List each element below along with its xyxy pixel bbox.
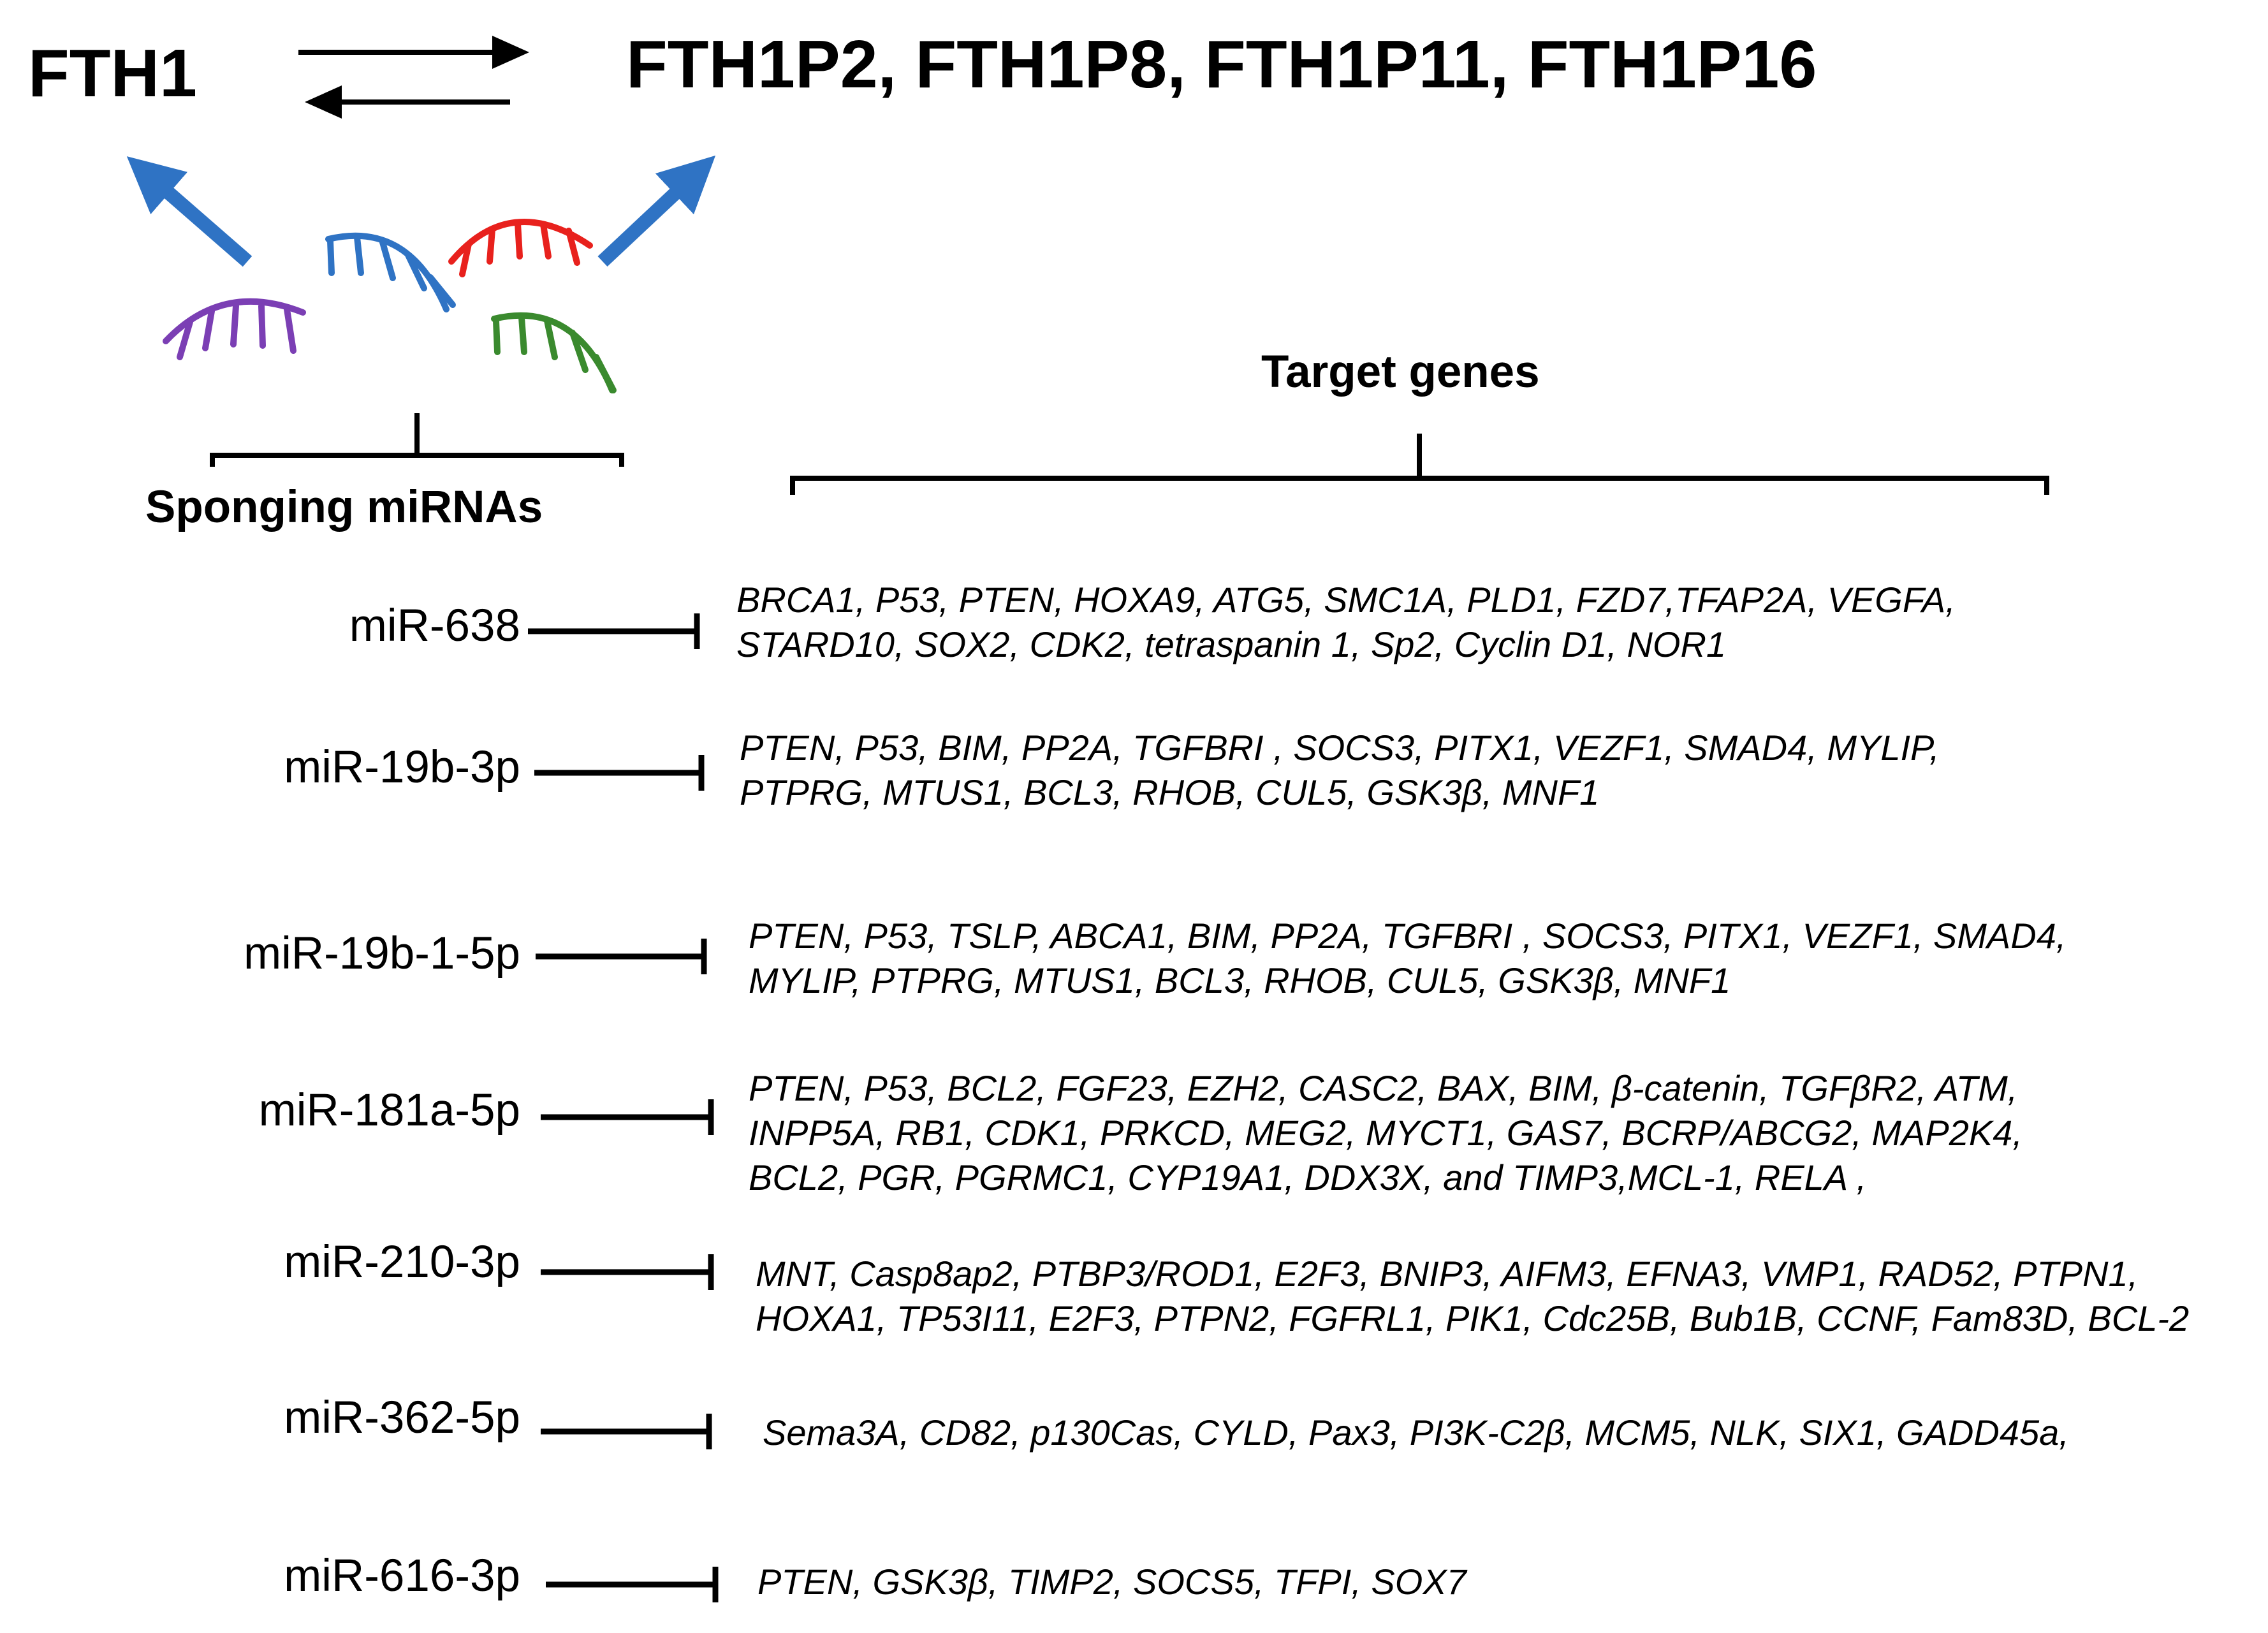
blue-arrow-right [597,155,716,267]
gene-label: FTH1 [28,36,197,111]
inhibition-mir-616-3p [546,1567,719,1602]
inhibition-mir-362-5p [541,1414,712,1449]
mirna-blue-glyph [325,232,456,312]
sponging-bracket [210,413,624,467]
mirna-label: miR-19b-1-5p [243,928,520,979]
target-genes-list: Sema3A, CD82, p130Cas, CYLD, Pax3, PI3K-… [763,1412,2069,1453]
inhibition-lines [528,613,719,1602]
target-genes-list: PTEN, GSK3β, TIMP2, SOCS5, TFPI, SOX7 [757,1562,1467,1602]
mirna-label: miR-210-3p [284,1237,520,1287]
mirna-label: miR-362-5p [284,1393,520,1443]
equilibrium-arrows [298,36,529,119]
mirna-red-glyph [448,219,593,277]
mirna-label: miR-19b-3p [284,742,520,793]
inhibition-mir-181a-5p [541,1099,714,1135]
inhibition-mir-210-3p [541,1254,714,1290]
blue-arrow-left [126,156,252,267]
sponging-mirnas-label: Sponging miRNAs [145,482,543,532]
mirna-label: miR-638 [349,601,520,651]
mirna-purple-glyph [163,298,306,360]
mirna-label: miR-181a-5p [258,1085,520,1136]
mirna-label: miR-616-3p [284,1551,520,1601]
pseudogenes-label: FTH1P2, FTH1P8, FTH1P11, FTH1P16 [626,27,1817,102]
target-genes-list: PTEN, P53, TSLP, ABCA1, BIM, PP2A, TGFBR… [749,916,2067,1000]
target-genes-list: MNT, Casp8ap2, PTBP3/ROD1, E2F3, BNIP3, … [756,1254,2190,1338]
targets-bracket [790,434,2049,495]
mirna-green-glyph [491,312,617,393]
inhibition-mir-19b-3p [534,755,705,791]
target-genes-label: Target genes [1261,347,1540,397]
inhibition-mir-638 [528,613,700,649]
target-genes-list: PTEN, P53, BIM, PP2A, TGFBRI , SOCS3, PI… [740,728,1940,812]
inhibition-mir-19b-1-5p [536,939,707,974]
target-genes-list: PTEN, P53, BCL2, FGF23, EZH2, CASC2, BAX… [749,1068,2023,1197]
target-genes-list: BRCA1, P53, PTEN, HOXA9, ATG5, SMC1A, PL… [736,580,1956,664]
